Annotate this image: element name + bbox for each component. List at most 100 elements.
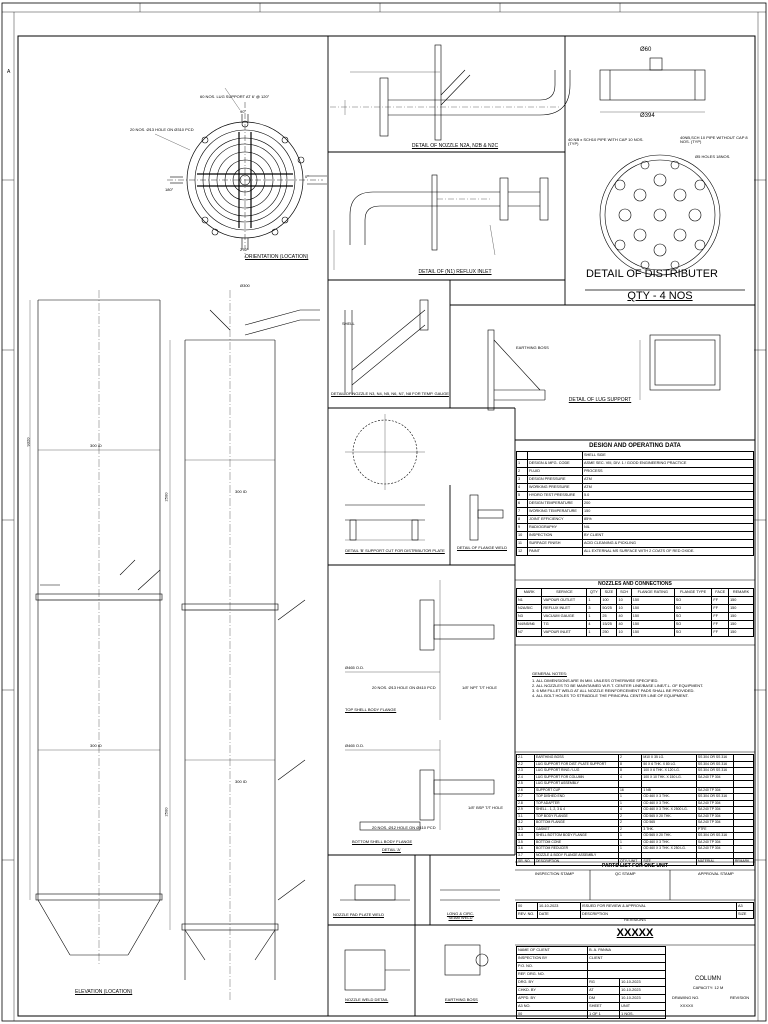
earthing-label: EARTHING BOSS	[516, 345, 549, 350]
revision-label: REVISION	[730, 995, 750, 1000]
shell-1-len: 2500	[163, 492, 169, 502]
nozzle-title: NOZZLES AND CONNECTIONS	[598, 581, 672, 587]
notes-list: 1. ALL DIMENSIONS ARE IN MM. UNLESS OTHE…	[532, 678, 747, 698]
pad-weld-title: NOZZLE PAD PLATE WELD	[333, 912, 384, 917]
lug-support-title: DETAIL OF LUG SUPPORT	[568, 397, 632, 403]
note-item: 4. ALL BOLT HOLES TO STRADDLE THE PRINCI…	[532, 693, 689, 698]
nozzle-weld-title: NOZZLE WELD DETAIL	[345, 997, 389, 1002]
distributor-qty: QTY - 4 NOS	[627, 290, 693, 302]
dist-note-2: 40NB,SCH 10 PIPE WITHOUT CAP 8 NOS. (TYP…	[680, 135, 748, 144]
bot-bolt: 20 NOS. Ø12 HOLE ON Ø410 PCD	[372, 825, 436, 830]
design-title: DESIGN AND OPERATING DATA	[589, 443, 681, 449]
top-od: Ø465 O.D.	[345, 665, 365, 670]
mid-id: 300 ID	[235, 489, 247, 494]
angle-90: 90°	[240, 109, 247, 114]
bot-od: Ø465 O.D.	[345, 743, 365, 748]
elev-id-2: 300 ID	[90, 743, 102, 748]
elev-total: 9320	[25, 437, 31, 447]
parts-title: PARTS LIST FOR ONE UNIT	[601, 863, 669, 869]
detail-a-title: DETAIL 'A'	[382, 847, 401, 852]
bolt-note: 20 NOS. Ø13 HOLE ON Ø310 PCD	[130, 127, 194, 132]
earthing-boss-title: EARTHING BOSS	[445, 997, 478, 1002]
top-bolt: 20 NOS. Ø13 HOLE ON Ø410 PCD	[372, 685, 436, 690]
orientation-title: ORIENTATION (LOCATION)	[245, 254, 309, 260]
angle-0: 0°	[305, 174, 309, 179]
angle-180: 180°	[165, 187, 174, 192]
notes-title: GENERAL NOTES:	[532, 671, 567, 676]
lug-note: 60 NOS. LUG SUPPORT AT 6' @ 120°	[200, 94, 270, 99]
nozzle-n2a-title: DETAIL OF NOZZLE N2A, N2B & N2C	[411, 143, 499, 149]
distributor-title: DETAIL OF DISTRIBUTER	[585, 268, 719, 280]
shell-label: SHELL	[342, 321, 355, 326]
top-flange-title: TOP SHELL BODY FLANGE	[345, 707, 397, 712]
equipment-name: COLUMN	[694, 976, 722, 982]
stamp-inspection: INSPECTION STAMP	[535, 871, 575, 876]
dist-dia-top: Ø60	[640, 47, 652, 53]
nozzle-temp-title: DETAIL OF NOZZLE N3, N4, N5, N6, N7, N8 …	[331, 391, 449, 396]
detail-b-title: DETAIL 'B' SUPPORT CUT FOR DISTRIBUTOR P…	[345, 548, 445, 553]
revisions-label: REVISIONS	[624, 917, 646, 922]
note-item: 3. 6 MM FILLET WELD AT ALL NOZZLE REINFO…	[532, 688, 695, 693]
angle-270: 270°	[240, 247, 249, 252]
flange-od: Ø300	[240, 283, 250, 288]
shell-2-len: 2500	[163, 807, 169, 817]
drawing-code: XXXXX	[616, 927, 654, 939]
drawing-no: XXXXX	[680, 1003, 694, 1008]
long-seam-title: LONG & CIRC. SEAM WELD	[446, 911, 475, 920]
pipe-thk: 1/8" NPT T/T HOLE	[462, 685, 497, 690]
flange-weld-title: DETAIL OF FLANGE WELD	[456, 545, 507, 550]
grid-row-a: A	[7, 69, 11, 75]
capacity-text: CAPACITY: 12 M	[692, 985, 724, 990]
dist-note-1: 40 NB x SCH10 PIPE WITH CAP 10 NOS. (TYP…	[568, 137, 644, 146]
stamp-qc: QC STAMP	[615, 871, 636, 876]
design-col-header: SHELL SIDE	[582, 451, 754, 460]
elevation-title: ELEVATION (LOCATION)	[75, 989, 133, 995]
mid-id-2: 300 ID	[235, 779, 247, 784]
reflux-inlet-title: DETAIL OF (N1) REFLUX INLET	[418, 269, 492, 275]
elev-id: 300 ID	[90, 443, 102, 448]
drawing-no-label: DRAWING NO.	[672, 995, 700, 1000]
pipe-thk-2: 1/8" BSP T/T HOLE	[468, 805, 503, 810]
bottom-flange-title: BOTTOM SHELL BODY FLANGE	[352, 839, 413, 844]
note-item: 1. ALL DIMENSIONS ARE IN MM. UNLESS OTHE…	[532, 678, 659, 683]
dist-dia-bottom: Ø394	[640, 113, 655, 119]
note-item: 2. ALL NOZZLES TO BE MAINTAINED W.R.T. C…	[532, 683, 704, 688]
